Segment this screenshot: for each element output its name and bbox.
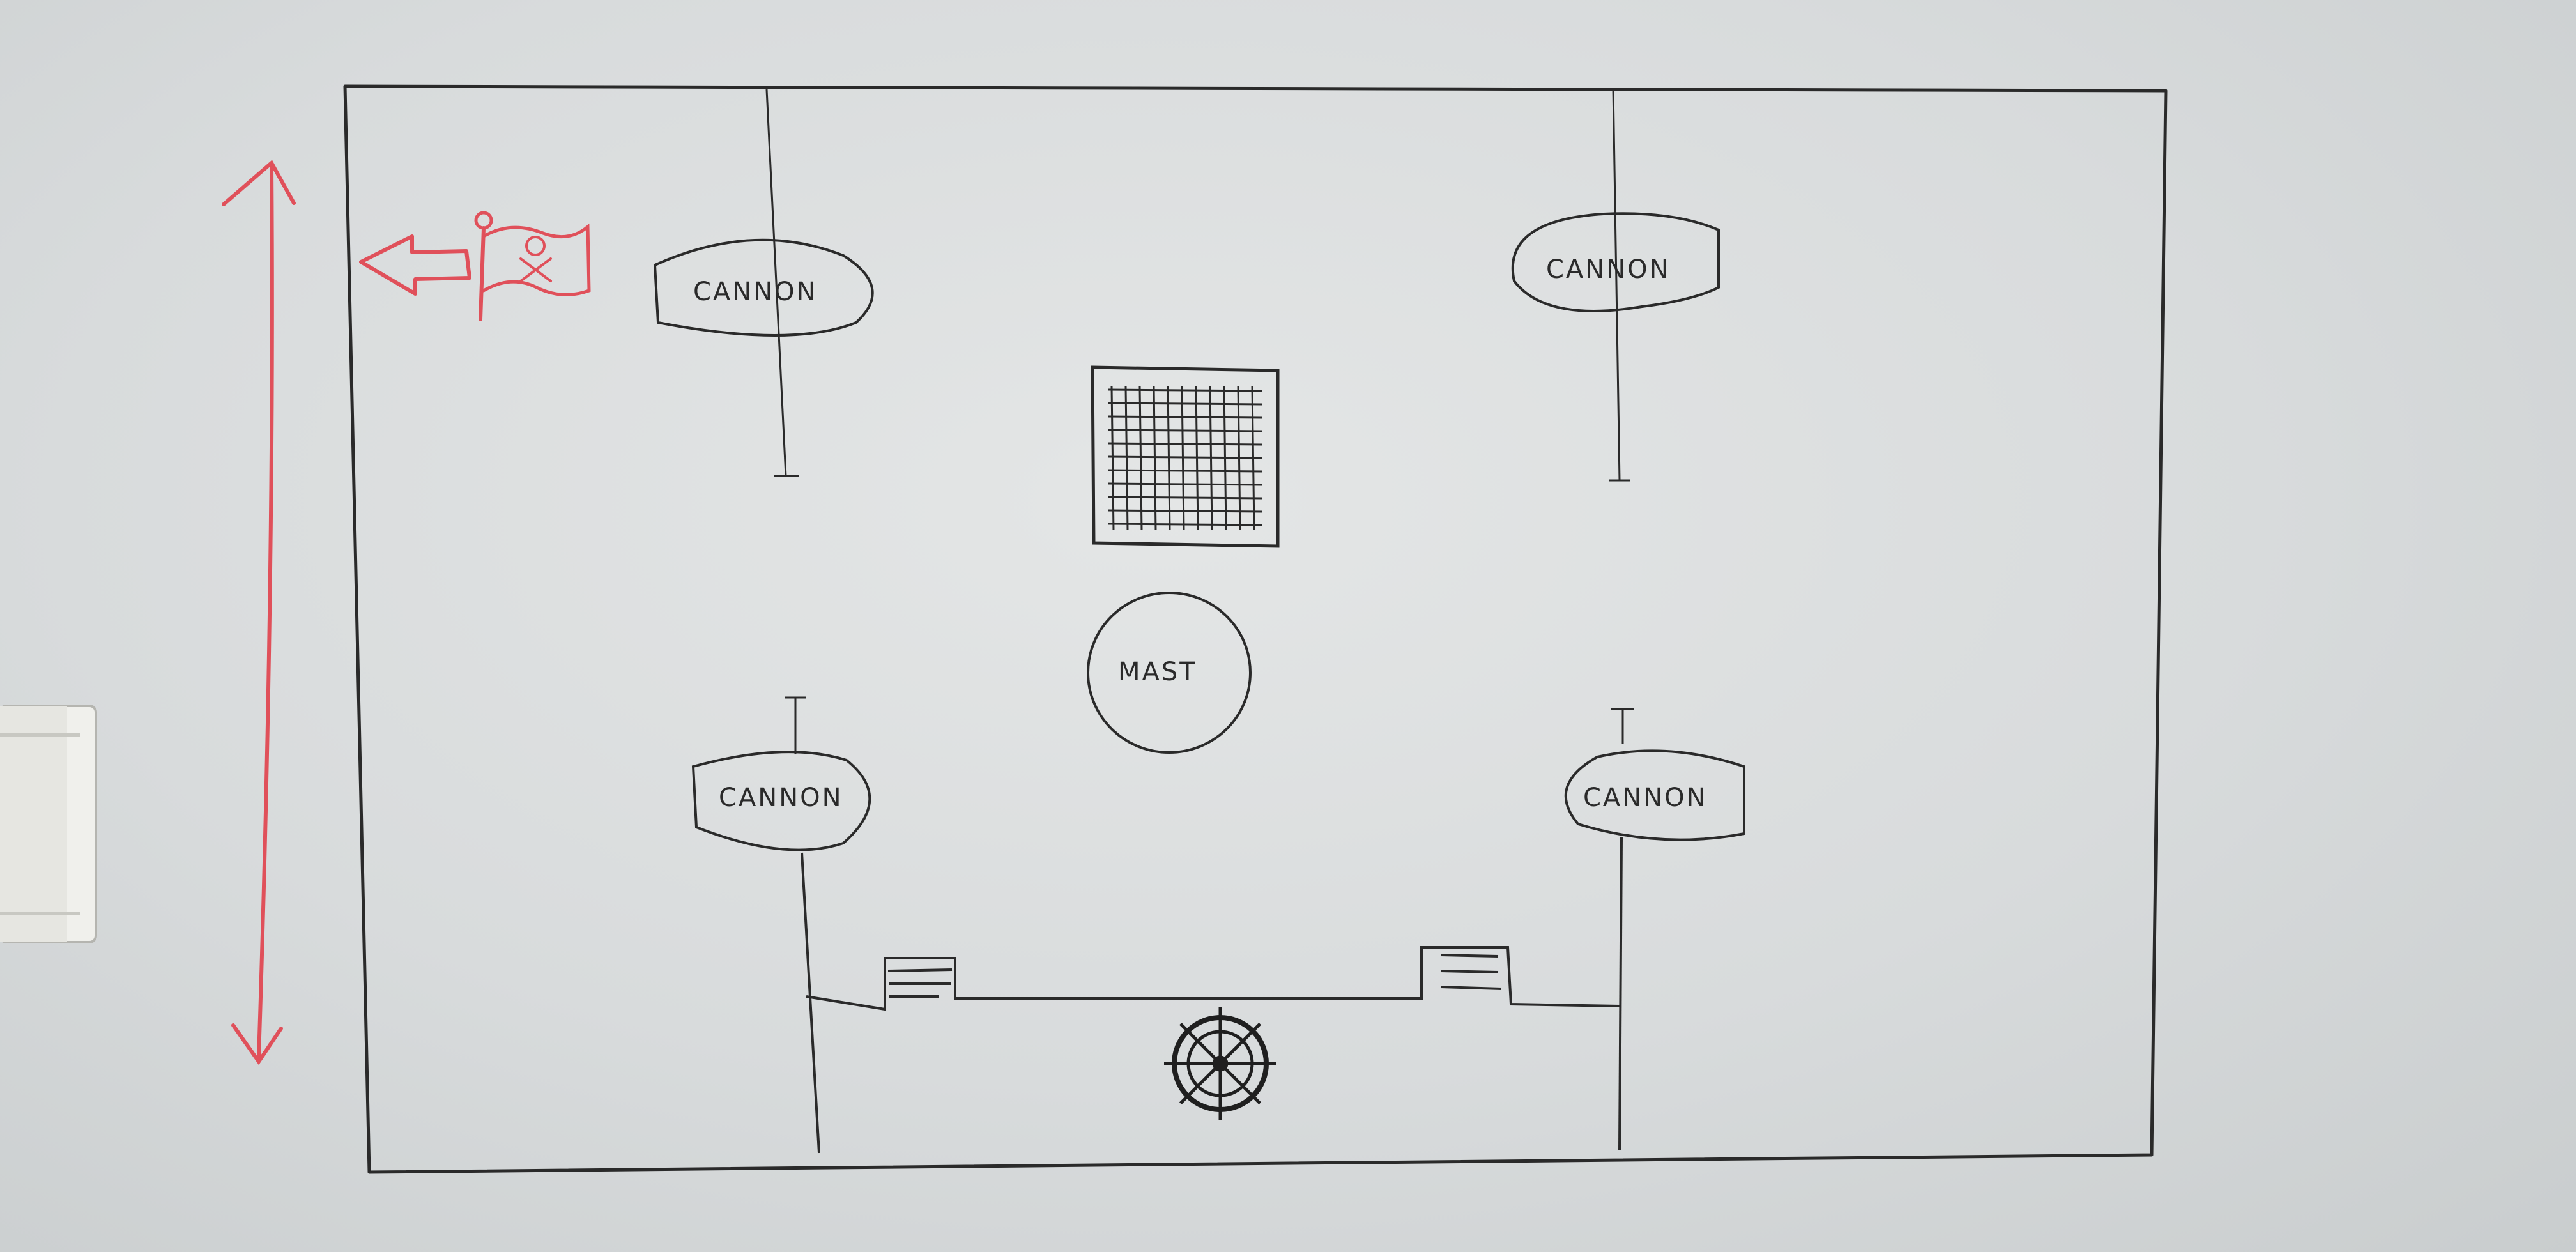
cannon-top-right: CANNON: [1511, 212, 1720, 312]
left-arrow-icon: [359, 234, 471, 296]
ship-deck-outline: [343, 84, 2168, 1174]
right-deck-line-top: [1612, 88, 1621, 481]
cannon-bottom-right: CANNON: [1564, 749, 1745, 841]
mast-label: MAST: [1118, 657, 1197, 687]
cannon-label: CANNON: [693, 277, 818, 307]
ships-wheel-icon: [1164, 1007, 1276, 1120]
cannon-label: CANNON: [1583, 783, 1708, 813]
right-deck-line-bottom: [1618, 836, 1623, 1150]
left-deck-line-bottom: [801, 852, 820, 1154]
cannon-label: CANNON: [719, 783, 843, 813]
mast: MAST: [1087, 592, 1252, 754]
quarterdeck-stairs: [806, 946, 1620, 1011]
cannon-top-left: CANNON: [653, 238, 874, 337]
cannon-label: CANNON: [1546, 255, 1671, 284]
cannon-bottom-left: CANNON: [691, 751, 871, 851]
whiteboard-eraser: [0, 705, 97, 943]
left-deck-line-top: [765, 89, 787, 477]
pirate-flag-icon: [474, 211, 591, 321]
height-arrow-icon: [222, 160, 296, 1065]
grid-hatch-icon: [1091, 365, 1280, 548]
